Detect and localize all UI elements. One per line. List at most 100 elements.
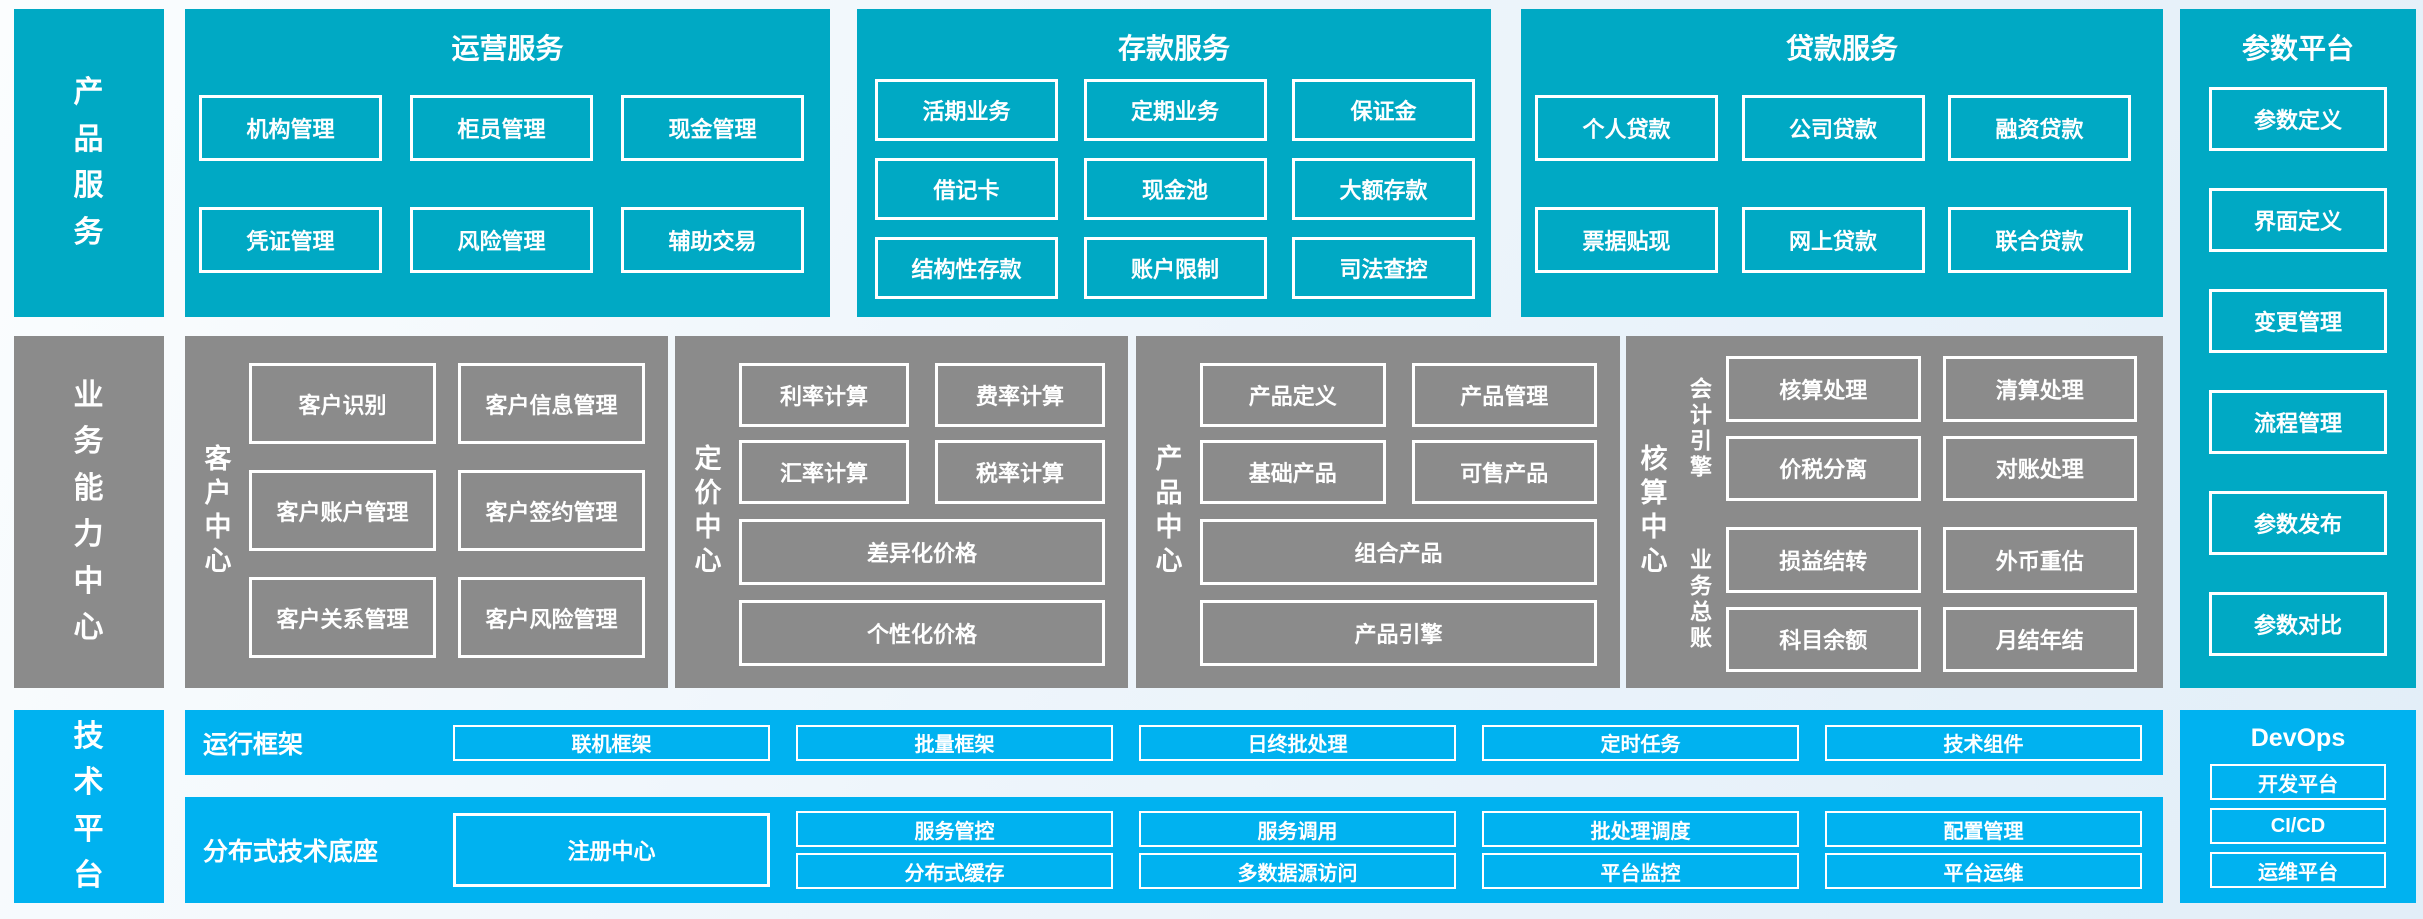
operations-services-title: 运营服务: [451, 33, 564, 64]
product-center-label: 产品中心: [1151, 444, 1182, 580]
product-center-grid: 产品定义产品管理基础产品可售产品: [1200, 363, 1597, 504]
pricing-center-box: 税率计算: [935, 440, 1105, 504]
operations-service-box: 凭证管理: [199, 207, 382, 273]
distributed-base-label: 分布式技术底座: [203, 838, 379, 866]
customer-center-grid: 客户识别客户信息管理客户账户管理客户签约管理客户关系管理客户风险管理: [249, 363, 645, 658]
rail-business-capability: 业务能力中心: [14, 336, 164, 688]
loan-service-box: 联合贷款: [1948, 207, 2131, 273]
pricing-center-box: 汇率计算: [739, 440, 909, 504]
rail-product-services: 产品服务: [14, 9, 164, 317]
deposit-service-box: 定期业务: [1083, 79, 1267, 141]
customer-center-box: 客户签约管理: [458, 470, 645, 551]
deposit-services-title: 存款服务: [1117, 33, 1230, 64]
operations-services-panel: 运营服务 机构管理柜员管理现金管理凭证管理风险管理辅助交易: [185, 9, 830, 317]
distributed-base-box: 服务管控: [796, 811, 1113, 847]
product-center-wide-box: 组合产品: [1200, 519, 1597, 585]
distributed-base-grid: 服务管控服务调用批处理调度配置管理分布式缓存多数据源访问平台监控平台运维: [796, 811, 2142, 889]
loan-service-box: 公司贷款: [1741, 95, 1925, 161]
customer-center-label: 客户中心: [200, 444, 231, 580]
accounting-engine-group: 会计引擎 核算处理清算处理价税分离对账处理: [1678, 356, 2137, 501]
deposit-service-box: 司法查控: [1292, 237, 1475, 299]
parameter-platform-box: 变更管理: [2209, 289, 2387, 353]
devops-title: DevOps: [2250, 724, 2346, 752]
product-center-stack: 产品定义产品管理基础产品可售产品 组合产品产品引擎: [1200, 363, 1597, 670]
business-ledger-label: 业务总账: [1687, 547, 1712, 652]
deposit-service-box: 账户限制: [1083, 237, 1267, 299]
pricing-center-wide-list: 差异化价格个性化价格: [739, 519, 1105, 666]
loan-service-box: 网上贷款: [1741, 207, 1925, 273]
accounting-center-groups: 会计引擎 核算处理清算处理价税分离对账处理 业务总账 损益结转外币重估科目余额月…: [1678, 356, 2137, 672]
runtime-framework-box: 技术组件: [1825, 724, 2142, 761]
devops-list: 开发平台 CI/CD 运维平台: [2180, 764, 2416, 888]
loan-service-box: 个人贷款: [1535, 95, 1718, 161]
accounting-center-label: 核算中心: [1636, 444, 1667, 580]
operations-services-grid: 机构管理柜员管理现金管理凭证管理风险管理辅助交易: [199, 95, 804, 273]
distributed-base-box: 服务调用: [1139, 811, 1456, 847]
operations-service-box: 辅助交易: [621, 207, 804, 273]
runtime-framework-box: 批量框架: [796, 724, 1113, 761]
deposit-service-box: 借记卡: [875, 158, 1058, 220]
pricing-center-box: 利率计算: [739, 363, 909, 427]
devops-box: CI/CD: [2210, 808, 2386, 844]
accounting-engine-box: 核算处理: [1726, 356, 1921, 422]
accounting-engine-box: 对账处理: [1942, 435, 2137, 501]
accounting-engine-box: 清算处理: [1942, 356, 2137, 422]
pricing-center-grid: 利率计算费率计算汇率计算税率计算: [739, 363, 1105, 504]
devops-box: 开发平台: [2210, 764, 2386, 800]
product-center-wide-list: 组合产品产品引擎: [1200, 519, 1597, 666]
distributed-base-box: 多数据源访问: [1139, 853, 1456, 889]
distributed-base-content: 注册中心 服务管控服务调用批处理调度配置管理分布式缓存多数据源访问平台监控平台运…: [453, 811, 2142, 889]
rail-product-services-label: 产品服务: [73, 76, 105, 249]
rail-tech-platform: 技术平台: [14, 710, 164, 903]
deposit-services-panel: 存款服务 活期业务定期业务保证金借记卡现金池大额存款结构性存款账户限制司法查控: [857, 9, 1491, 317]
customer-center-box: 客户账户管理: [249, 470, 436, 551]
distributed-base-box: 批处理调度: [1482, 811, 1799, 847]
customer-center-box: 客户识别: [249, 363, 436, 444]
loan-services-title: 贷款服务: [1785, 33, 1898, 64]
distributed-base-box: 平台运维: [1825, 853, 2142, 889]
customer-center-box: 客户风险管理: [458, 577, 645, 658]
loan-services-panel: 贷款服务 个人贷款公司贷款融资贷款票据贴现网上贷款联合贷款: [1521, 9, 2163, 317]
loan-service-box: 票据贴现: [1535, 207, 1718, 273]
parameter-platform-panel: 参数平台 参数定义界面定义变更管理流程管理参数发布参数对比: [2180, 9, 2416, 688]
accounting-engine-label: 会计引擎: [1687, 376, 1712, 481]
deposit-service-box: 活期业务: [875, 79, 1058, 141]
operations-service-box: 现金管理: [621, 95, 804, 161]
distributed-base-box: 配置管理: [1825, 811, 2142, 847]
runtime-framework-label: 运行框架: [203, 730, 304, 759]
pricing-center-wide-box: 差异化价格: [739, 519, 1105, 585]
distributed-base-box: 平台监控: [1482, 853, 1799, 889]
operations-service-box: 机构管理: [199, 95, 382, 161]
product-center-wide-box: 产品引擎: [1200, 600, 1597, 666]
parameter-platform-box: 参数对比: [2209, 592, 2387, 656]
deposit-service-box: 结构性存款: [875, 237, 1058, 299]
loan-services-grid: 个人贷款公司贷款融资贷款票据贴现网上贷款联合贷款: [1535, 95, 2131, 273]
business-ledger-box: 科目余额: [1726, 606, 1921, 672]
distributed-base-box: 分布式缓存: [796, 853, 1113, 889]
registry-center-box: 注册中心: [453, 813, 770, 887]
parameter-platform-list: 参数定义界面定义变更管理流程管理参数发布参数对比: [2180, 87, 2416, 656]
customer-center-box: 客户信息管理: [458, 363, 645, 444]
deposit-service-box: 大额存款: [1292, 158, 1475, 220]
accounting-engine-box: 价税分离: [1726, 435, 1921, 501]
deposit-services-grid: 活期业务定期业务保证金借记卡现金池大额存款结构性存款账户限制司法查控: [875, 79, 1475, 299]
parameter-platform-title: 参数平台: [2241, 33, 2354, 64]
runtime-framework-box: 日终批处理: [1139, 724, 1456, 761]
customer-center-box: 客户关系管理: [249, 577, 436, 658]
pricing-center-label: 定价中心: [690, 444, 721, 580]
pricing-center-panel: 定价中心 利率计算费率计算汇率计算税率计算 差异化价格个性化价格: [675, 336, 1128, 688]
accounting-engine-grid: 核算处理清算处理价税分离对账处理: [1726, 356, 2137, 501]
parameter-platform-box: 参数发布: [2209, 491, 2387, 555]
devops-panel: DevOps 开发平台 CI/CD 运维平台: [2180, 710, 2416, 903]
rail-business-capability-label: 业务能力中心: [73, 378, 105, 645]
parameter-platform-box: 界面定义: [2209, 188, 2387, 252]
business-ledger-group: 业务总账 损益结转外币重估科目余额月结年结: [1678, 527, 2137, 672]
parameter-platform-box: 参数定义: [2209, 87, 2387, 151]
parameter-platform-box: 流程管理: [2209, 390, 2387, 454]
runtime-framework-grid: 联机框架批量框架日终批处理定时任务技术组件: [453, 724, 2142, 761]
devops-box: 运维平台: [2210, 852, 2386, 888]
product-center-box: 可售产品: [1411, 440, 1597, 504]
product-center-panel: 产品中心 产品定义产品管理基础产品可售产品 组合产品产品引擎: [1136, 336, 1620, 688]
runtime-framework-box: 联机框架: [453, 724, 770, 761]
